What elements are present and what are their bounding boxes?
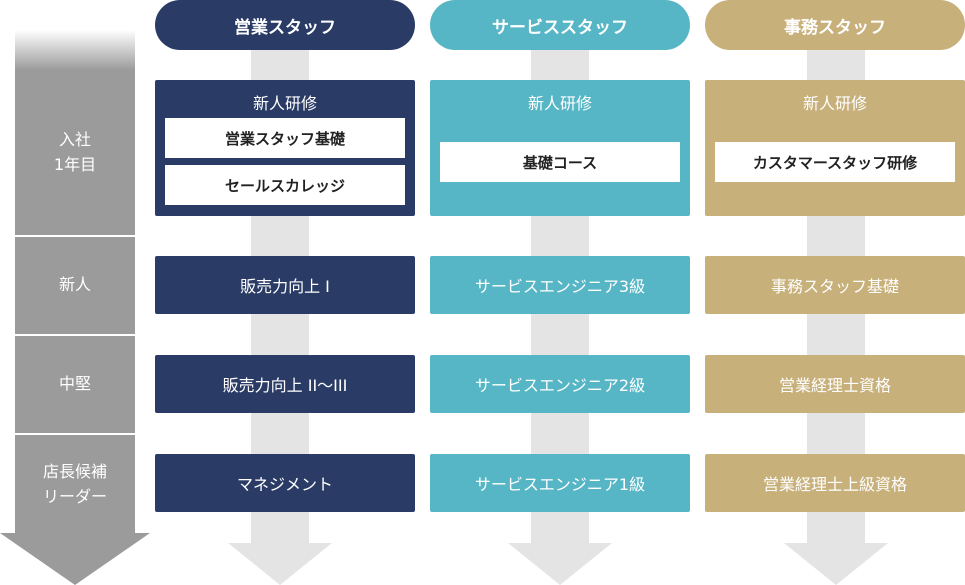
header-service: サービススタッフ xyxy=(430,0,690,50)
training-title: 新人研修 xyxy=(802,94,867,113)
training-title: 新人研修 xyxy=(252,94,317,113)
service-course-2: サービスエンジニア2級 xyxy=(430,355,690,413)
stage-gradient xyxy=(15,30,135,70)
sales-course-2: 販売力向上 II～III xyxy=(155,355,415,413)
training-title: 新人研修 xyxy=(527,94,592,113)
header-office: 事務スタッフ xyxy=(705,0,965,50)
stage-newcomer: 新人 xyxy=(15,237,135,334)
training-item: 営業スタッフ基礎 xyxy=(165,118,405,158)
service-track-arrow-icon xyxy=(508,543,612,585)
office-course-2: 営業経理士資格 xyxy=(705,355,965,413)
office-course-3: 営業経理士上級資格 xyxy=(705,454,965,512)
sales-track-arrow-icon xyxy=(228,543,332,585)
sales-course-3: マネジメント xyxy=(155,454,415,512)
stage-mid: 中堅 xyxy=(15,336,135,433)
stage-divider xyxy=(15,235,135,237)
training-item: カスタマースタッフ研修 xyxy=(715,142,955,182)
office-track-arrow-icon xyxy=(784,543,888,585)
stage-join: 入社 1年目 xyxy=(15,70,135,235)
service-course-3: サービスエンジニア1級 xyxy=(430,454,690,512)
stage-arrow-head-icon xyxy=(0,533,150,585)
stage-divider xyxy=(15,334,135,336)
stage-leader: 店長候補 リーダー xyxy=(15,435,135,535)
service-training-box: 新人研修 基礎コース xyxy=(430,80,690,216)
training-item: 基礎コース xyxy=(440,142,680,182)
training-item: セールスカレッジ xyxy=(165,165,405,205)
office-training-box: 新人研修 カスタマースタッフ研修 xyxy=(705,80,965,216)
stage-divider xyxy=(15,433,135,435)
service-course-1: サービスエンジニア3級 xyxy=(430,256,690,314)
office-course-1: 事務スタッフ基礎 xyxy=(705,256,965,314)
career-stage-column: 入社 1年目 新人 中堅 店長候補 リーダー xyxy=(15,30,135,535)
sales-course-1: 販売力向上 I xyxy=(155,256,415,314)
header-sales: 営業スタッフ xyxy=(155,0,415,50)
sales-training-box: 新人研修 営業スタッフ基礎 セールスカレッジ xyxy=(155,80,415,216)
